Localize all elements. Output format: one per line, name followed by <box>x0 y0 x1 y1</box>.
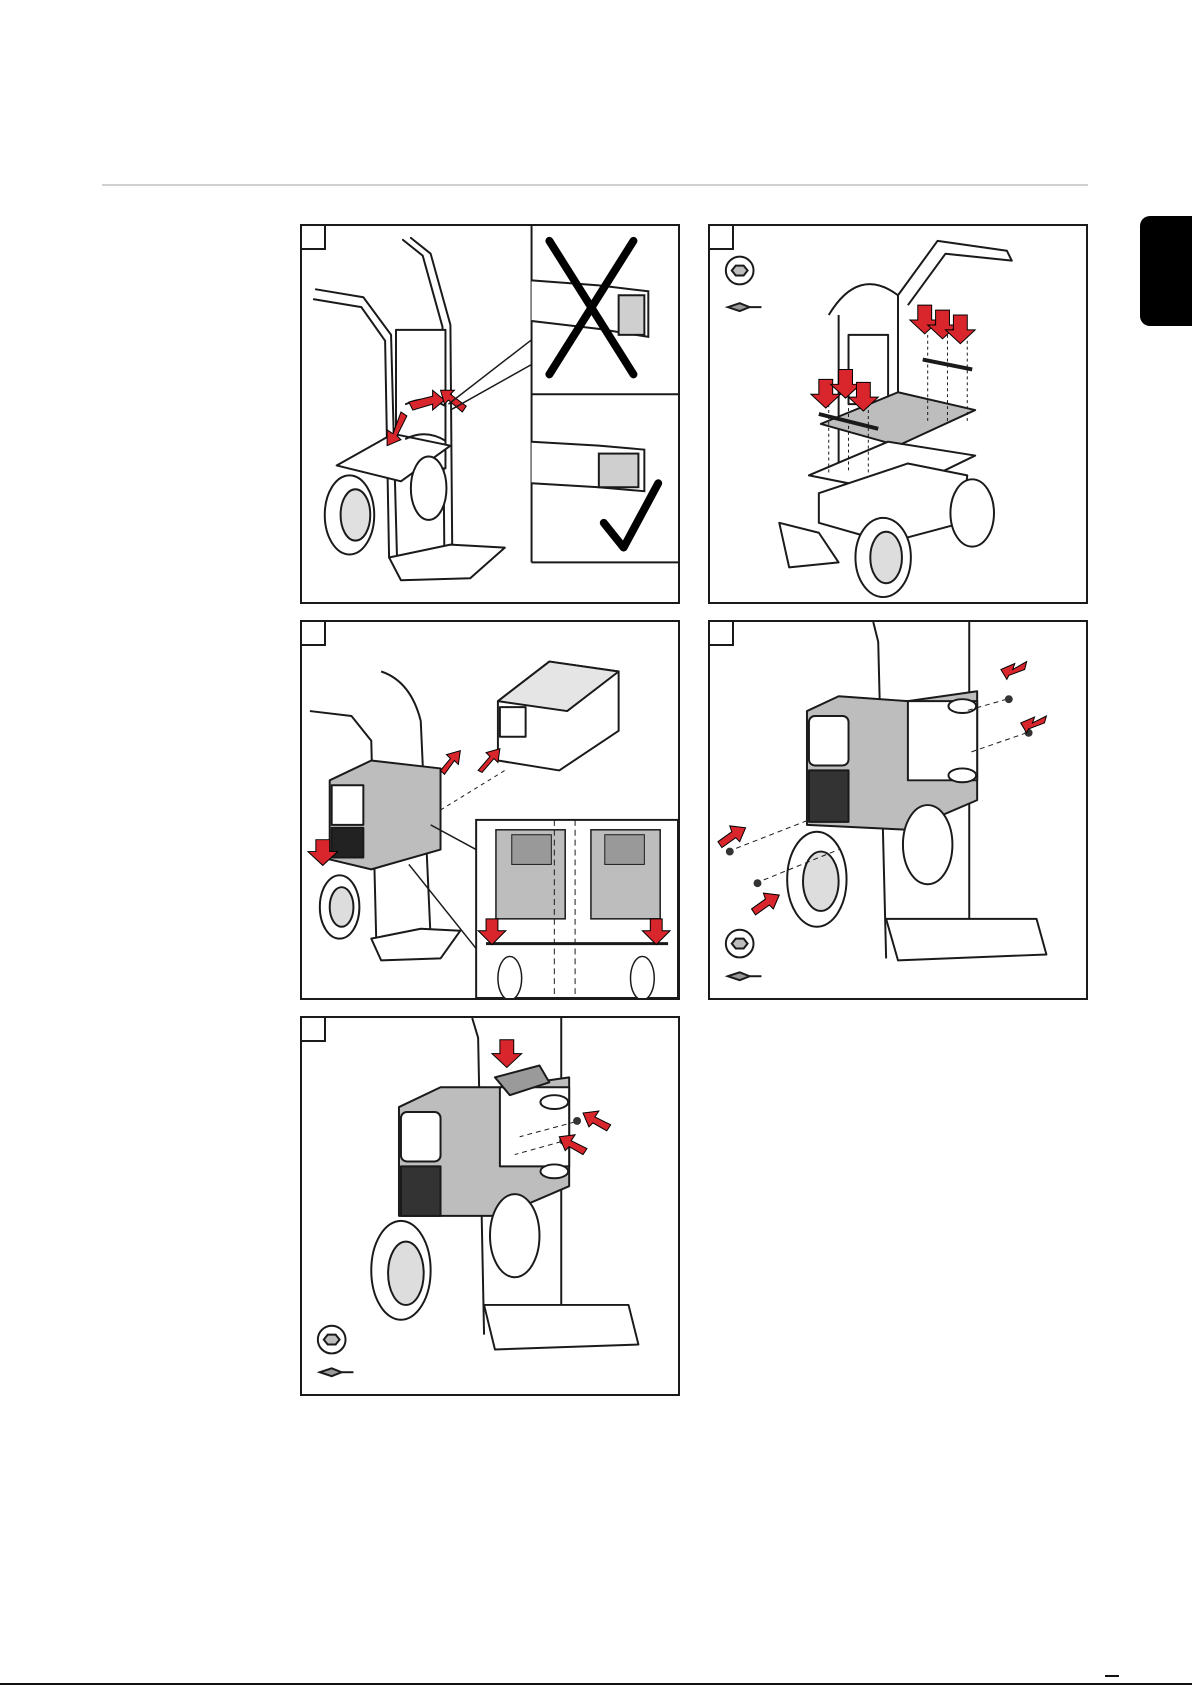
power-source-illustration <box>302 622 678 998</box>
step-4-panel <box>708 620 1088 1000</box>
step-4-number <box>710 622 734 646</box>
cart-strap-illustration <box>302 226 678 602</box>
step-2-panel <box>708 224 1088 604</box>
step-1-panel <box>300 224 680 604</box>
step-2-number <box>710 226 734 250</box>
side-screw-illustration <box>710 622 1086 998</box>
step-1-number <box>302 226 326 250</box>
footer-page-marker <box>1105 1675 1119 1677</box>
top-bracket-illustration <box>302 1018 678 1394</box>
step-3-panel <box>300 620 680 1000</box>
cart-plate-illustration <box>710 226 1086 602</box>
header-rule <box>102 184 1088 186</box>
step-3-number <box>302 622 326 646</box>
step-5-number <box>302 1018 326 1042</box>
language-tab <box>1140 216 1192 326</box>
step-5-panel <box>300 1016 680 1396</box>
